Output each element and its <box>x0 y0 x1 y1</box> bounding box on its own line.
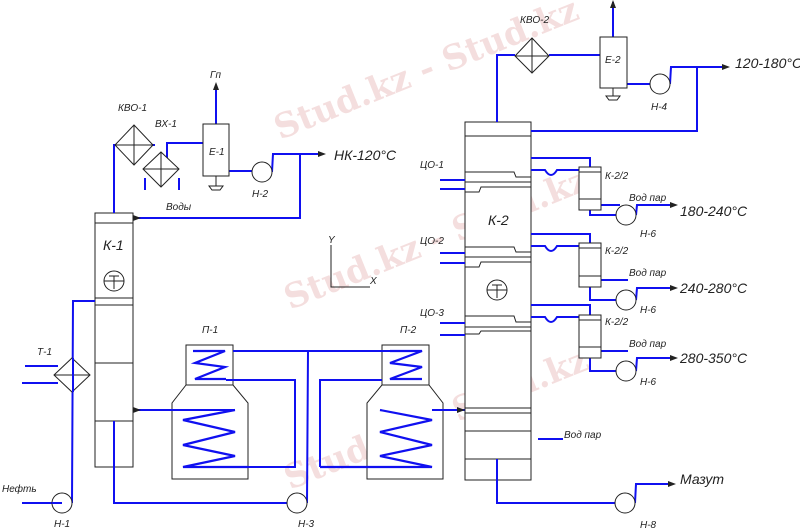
vessel-e2[interactable] <box>599 36 628 101</box>
label-vx1: ВХ-1 <box>155 119 177 130</box>
svg-text:Y: Y <box>328 235 336 246</box>
pump-n3[interactable] <box>286 492 308 514</box>
column-k2[interactable] <box>464 121 532 481</box>
label-k22-2: К-2/2 <box>605 246 629 257</box>
label-steam-1: Вод пар <box>629 193 667 204</box>
furnace-p1[interactable] <box>171 344 249 480</box>
label-co2: ЦО-2 <box>420 236 444 247</box>
label-mazut: Мазут <box>680 471 724 487</box>
pump-n6-1[interactable] <box>615 204 637 226</box>
water-cooler-vx1[interactable] <box>142 151 180 188</box>
vessel-e1[interactable] <box>202 123 230 191</box>
heat-exchanger-t1[interactable] <box>53 357 91 393</box>
label-k2: К-2 <box>488 212 509 228</box>
pump-n2[interactable] <box>251 161 273 183</box>
label-fraction-240-280: 240-280°С <box>679 280 748 296</box>
label-n6-3: Н-6 <box>640 377 657 388</box>
label-n2: Н-2 <box>252 189 269 200</box>
pump-n8[interactable] <box>614 492 636 514</box>
label-nk: НК-120°С <box>334 147 397 163</box>
air-cooler-kvo1[interactable] <box>114 124 154 166</box>
label-fraction-120-180: 120-180°С <box>735 55 800 71</box>
label-gas: Гп <box>210 70 221 81</box>
label-t1: Т-1 <box>37 347 52 358</box>
tray-symbol-icon <box>103 270 125 292</box>
label-n6-1: Н-6 <box>640 229 657 240</box>
stripper-k22-1[interactable] <box>578 166 602 211</box>
pump-n6-2[interactable] <box>615 289 637 311</box>
pump-n6-3[interactable] <box>615 360 637 382</box>
axis-indicator-icon: Y X <box>328 235 377 288</box>
label-n3: Н-3 <box>298 519 315 530</box>
label-kvo2: КВО-2 <box>520 15 549 26</box>
feed-pipes <box>22 300 95 504</box>
label-fraction-280-350: 280-350°С <box>679 350 748 366</box>
flow-arrow-icons <box>133 0 730 487</box>
label-co1: ЦО-1 <box>420 160 444 171</box>
label-co3: ЦО-3 <box>420 308 444 319</box>
stripper-k22-3[interactable] <box>578 314 602 359</box>
label-steam-2: Вод пар <box>629 268 667 279</box>
pump-n1[interactable] <box>51 492 73 514</box>
tray-symbol-icon <box>486 279 508 301</box>
label-n8: Н-8 <box>640 520 657 531</box>
label-n4: Н-4 <box>651 102 668 113</box>
svg-text:X: X <box>369 276 377 287</box>
label-steam-3: Вод пар <box>629 339 667 350</box>
label-p1: П-1 <box>202 325 218 336</box>
air-cooler-kvo2[interactable] <box>514 37 550 74</box>
label-e1: Е-1 <box>209 147 225 158</box>
label-n1: Н-1 <box>54 519 70 530</box>
label-kvo1: КВО-1 <box>118 103 147 114</box>
label-water: Воды <box>166 202 192 213</box>
k2-pipes <box>440 2 722 504</box>
label-oil: Нефть <box>2 483 37 495</box>
pump-n4[interactable] <box>649 73 671 95</box>
furnace-pipes <box>113 350 465 504</box>
label-k1: К-1 <box>103 237 124 253</box>
stripper-k22-2[interactable] <box>578 242 602 288</box>
label-n6-2: Н-6 <box>640 305 657 316</box>
label-fraction-180-240: 180-240°С <box>680 203 748 219</box>
label-p2: П-2 <box>400 325 417 336</box>
label-k22-3: К-2/2 <box>605 317 629 328</box>
label-k22-1: К-2/2 <box>605 171 629 182</box>
label-steam-4: Вод пар <box>564 430 602 441</box>
label-e2: Е-2 <box>605 55 621 66</box>
